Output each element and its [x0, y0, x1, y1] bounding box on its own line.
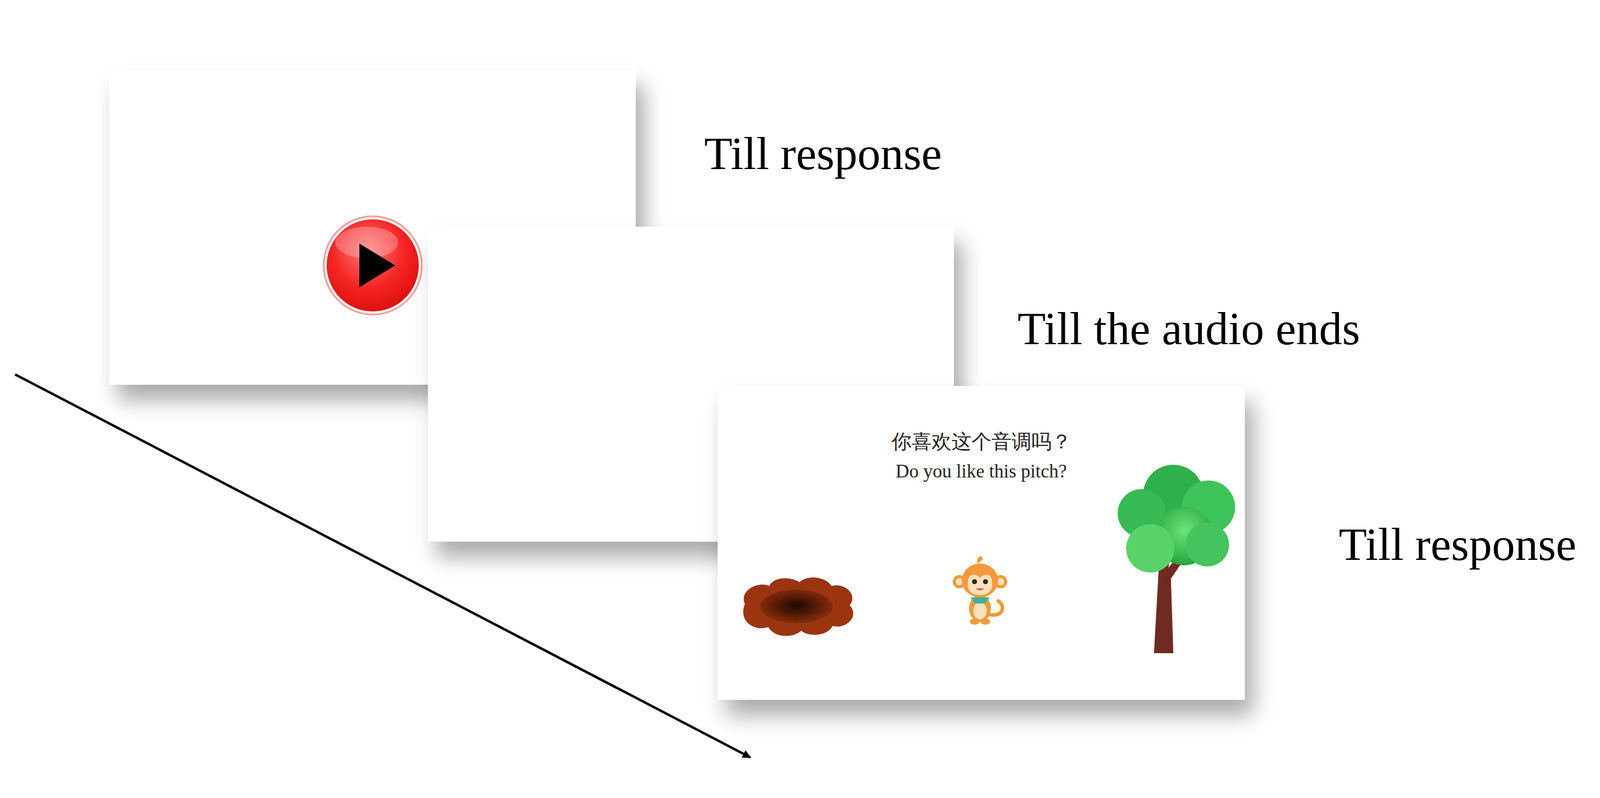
duration-label: Till response [704, 130, 942, 177]
monkey-icon [952, 556, 1008, 625]
hole-icon [743, 577, 854, 637]
duration-label: Till response [1338, 521, 1577, 568]
tree-icon [1117, 464, 1236, 654]
question-translation: Do you like this pitch? [717, 460, 1245, 483]
response-screen: 你喜欢这个音调吗？ Do you like this pitch? [717, 386, 1245, 700]
question-text: 你喜欢这个音调吗？ [717, 429, 1245, 454]
play-button [323, 216, 422, 315]
duration-label: Till the audio ends [1017, 305, 1360, 352]
